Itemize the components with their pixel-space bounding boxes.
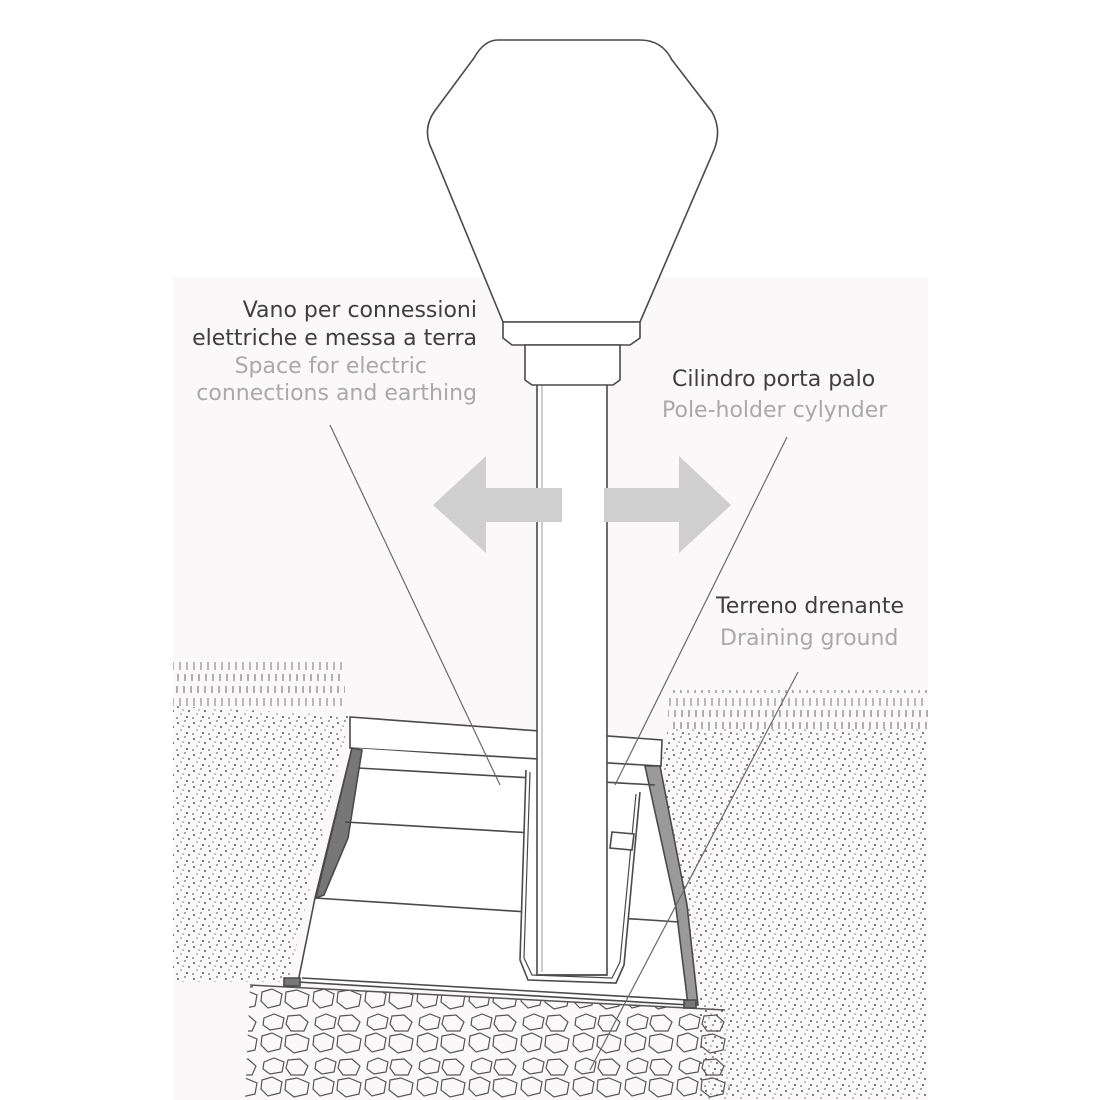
arrow-left-icon xyxy=(433,456,562,553)
pole xyxy=(536,382,608,976)
compartment-label-it-line2: elettriche e messa a terra xyxy=(192,326,477,351)
cylinder-label-it: Cilindro porta palo xyxy=(672,367,876,392)
cylinder-label-en: Pole-holder cylynder xyxy=(662,398,888,423)
arrow-right-icon xyxy=(604,456,731,553)
ground-label-it: Terreno drenante xyxy=(716,594,904,619)
grass-right xyxy=(668,690,928,730)
leader-line-cylinder xyxy=(614,436,788,786)
compartment-label-en-line2: connections and earthing xyxy=(196,381,477,406)
grass-left xyxy=(173,660,345,706)
compartment-label-it-line1: Vano per connessioni xyxy=(242,298,477,323)
leader-line-ground xyxy=(589,671,799,1071)
ground-label-en: Draining ground xyxy=(720,626,899,651)
gravel-outline xyxy=(249,984,726,1011)
lamp-head xyxy=(426,39,719,386)
soil-right xyxy=(662,728,928,1100)
soil-left xyxy=(173,706,350,982)
compartment-label-en-line1: Space for electric xyxy=(234,354,427,379)
leader-line-compartment xyxy=(329,424,501,786)
gravel-bed xyxy=(245,985,730,1100)
